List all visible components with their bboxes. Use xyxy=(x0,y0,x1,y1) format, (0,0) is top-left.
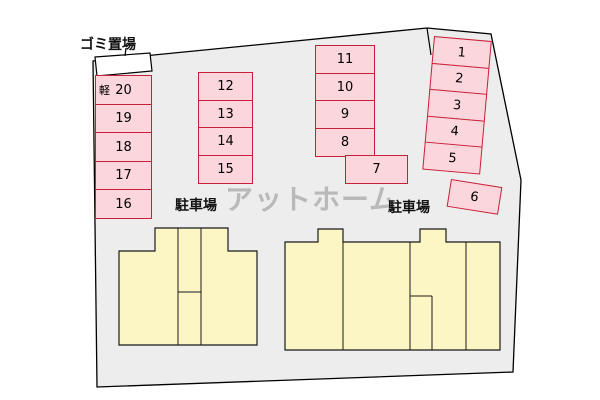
stall-number: 20 xyxy=(115,82,132,98)
stall-number: 17 xyxy=(115,168,132,183)
parking-stall: 9 xyxy=(315,100,375,129)
parking-stall: 17 xyxy=(95,160,152,191)
stall-number: 10 xyxy=(336,79,354,95)
parking-stall: 13 xyxy=(198,99,253,129)
stall-column-b: 12 13 14 15 xyxy=(198,72,253,184)
parking-label-left: 駐車場 xyxy=(175,198,217,214)
parking-stall: 8 xyxy=(315,127,375,157)
building-footprint-right xyxy=(284,228,501,351)
parking-stall: 5 xyxy=(422,141,483,175)
stall-number: 8 xyxy=(340,134,350,150)
garbage-leader-line xyxy=(124,47,127,57)
stall-number: 14 xyxy=(217,134,234,149)
watermark: アットホーム xyxy=(225,183,399,216)
garbage-area-box xyxy=(94,52,153,77)
building-footprint-left xyxy=(118,227,258,346)
parking-stall: 11 xyxy=(315,45,375,74)
stall-number: 3 xyxy=(452,97,462,114)
stall-column-c: 11 10 9 8 xyxy=(315,45,375,157)
kei-car-label: 軽 xyxy=(99,84,110,97)
stall-number: 11 xyxy=(336,52,354,67)
stall-number: 9 xyxy=(340,107,350,122)
stall-column-d: 1 2 3 4 5 xyxy=(422,36,492,175)
building-right-inner-walls xyxy=(342,242,467,350)
stall-column-a: 軽 20 19 18 17 16 xyxy=(95,75,152,219)
stall-number: 5 xyxy=(447,150,458,166)
stall-number: 13 xyxy=(217,106,234,122)
parking-stall: 14 xyxy=(198,127,253,156)
stall-number: 16 xyxy=(115,196,132,212)
parking-stall: 16 xyxy=(95,189,152,219)
parking-stall: 18 xyxy=(95,132,152,162)
stall-number: 19 xyxy=(115,111,132,126)
stall-number: 18 xyxy=(115,139,132,155)
boundary-jog-line xyxy=(426,27,432,56)
parking-stall: 10 xyxy=(315,72,375,102)
garbage-area-label: ゴミ置場 xyxy=(80,37,136,53)
parking-stall: 軽 20 xyxy=(95,75,152,105)
stall-number: 7 xyxy=(372,162,381,177)
parking-stall: 19 xyxy=(95,103,152,134)
stall-number: 1 xyxy=(456,44,467,61)
stall-number: 2 xyxy=(454,71,465,87)
parking-stall: 15 xyxy=(198,154,253,184)
parking-label-right: 駐車場 xyxy=(388,200,430,216)
stall-number: 4 xyxy=(449,123,460,140)
parking-stall: 12 xyxy=(198,72,253,101)
stall-number: 6 xyxy=(469,188,480,205)
stall-number: 12 xyxy=(217,79,234,94)
stall-number: 15 xyxy=(217,161,234,177)
parking-stall: 7 xyxy=(345,155,408,184)
building-left-inner-walls xyxy=(177,228,202,345)
